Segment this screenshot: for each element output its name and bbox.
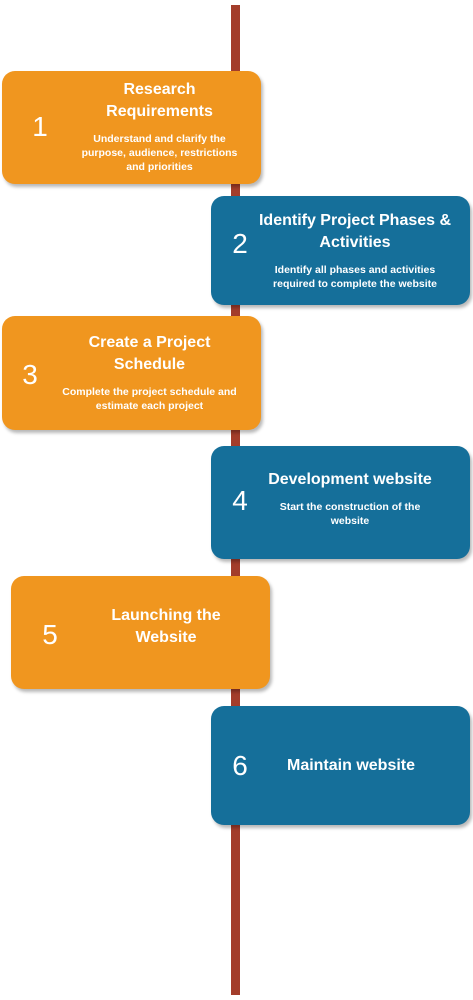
step-description-1: Understand and clarify the purpose, audi… — [81, 132, 238, 173]
step-description-4: Start the construction of the website — [279, 500, 421, 527]
step-content-4: Development website Start the constructi… — [266, 450, 434, 546]
step-title-4: Development website — [268, 470, 432, 488]
step-description-2: Identify all phases and activities requi… — [273, 263, 437, 290]
step-description-3: Complete the project schedule and estima… — [62, 385, 237, 412]
step-number-6: 6 — [232, 750, 248, 781]
step-number-3: 3 — [22, 359, 38, 390]
step-title-2: Identify Project Phases & Activities — [258, 211, 452, 251]
step-content-3: Create a Project Schedule Complete the p… — [57, 322, 242, 422]
step-card-5: 5 Launching the Website — [11, 576, 270, 689]
step-content-2: Identify Project Phases & Activities Ide… — [255, 200, 455, 300]
step-number-5: 5 — [42, 619, 58, 650]
step-number-2: 2 — [232, 228, 248, 259]
step-card-1: 1 Research Requirements Understand and c… — [2, 71, 261, 184]
step-card-2: 2 Identify Project Phases & Activities I… — [211, 196, 470, 305]
step-title-1: Research Requirements — [106, 80, 213, 120]
step-title-5: Launching the Website — [111, 607, 221, 646]
step-title-3: Create a Project Schedule — [88, 333, 211, 373]
step-card-3: 3 Create a Project Schedule Complete the… — [2, 316, 261, 430]
step-number-1: 1 — [32, 111, 48, 142]
step-content-6: Maintain website — [266, 726, 436, 806]
step-content-1: Research Requirements Understand and cla… — [77, 75, 242, 177]
step-title-6: Maintain website — [286, 757, 416, 774]
step-number-4: 4 — [232, 485, 248, 516]
step-card-6: 6 Maintain website — [211, 706, 470, 825]
step-card-4: 4 Development website Start the construc… — [211, 446, 470, 559]
step-content-5: Launching the Website — [91, 586, 241, 668]
